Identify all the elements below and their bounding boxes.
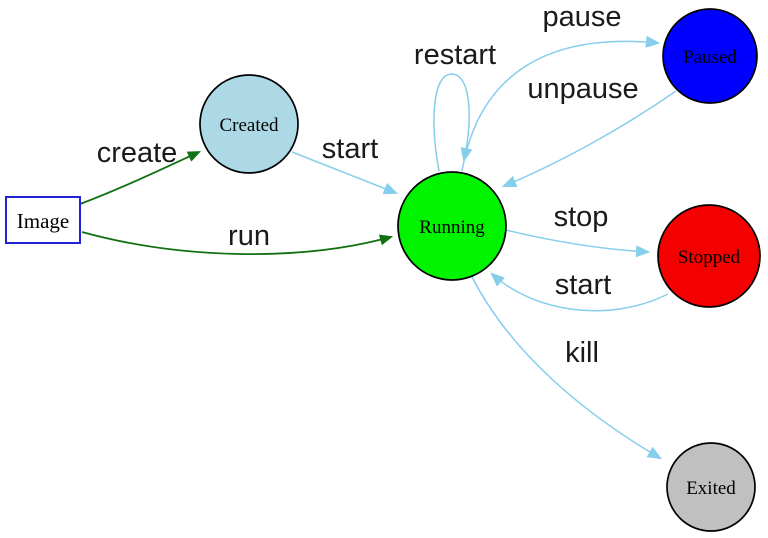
- edge-kill: [471, 276, 663, 460]
- node-stopped-circle: [657, 204, 761, 308]
- node-stopped-label: Stopped: [678, 247, 741, 268]
- edge-pause: [461, 35, 661, 172]
- node-created-label: Created: [219, 115, 279, 136]
- edge-start-created-to-running: [291, 151, 399, 195]
- edge-restart-self-loop: [433, 73, 473, 172]
- node-image-box: [5, 196, 81, 244]
- node-image-label: Image: [17, 209, 69, 233]
- node-paused-circle: [662, 8, 758, 104]
- node-exited-circle: [666, 442, 756, 532]
- edge-stop-label: stop: [554, 201, 609, 233]
- edge-stop: [505, 229, 651, 258]
- edge-run-label: run: [228, 220, 270, 252]
- edge-start-created-label: start: [322, 133, 378, 165]
- edge-unpause: [501, 90, 677, 187]
- edge-run: [81, 231, 394, 255]
- edge-kill-label: kill: [565, 337, 599, 369]
- edge-pause-label: pause: [542, 1, 621, 33]
- edge-create-label: create: [97, 137, 178, 169]
- node-exited-label: Exited: [686, 478, 736, 499]
- node-running-label: Running: [419, 217, 485, 238]
- edge-unpause-label: unpause: [527, 73, 638, 105]
- edge-start-stopped-to-running: [490, 272, 669, 312]
- edge-create: [79, 151, 201, 205]
- edge-restart-label: restart: [414, 39, 496, 71]
- node-running-circle: [397, 171, 507, 281]
- edge-start-stopped-label: start: [555, 269, 611, 301]
- node-paused-label: Paused: [683, 47, 737, 68]
- node-created-circle: [199, 74, 299, 174]
